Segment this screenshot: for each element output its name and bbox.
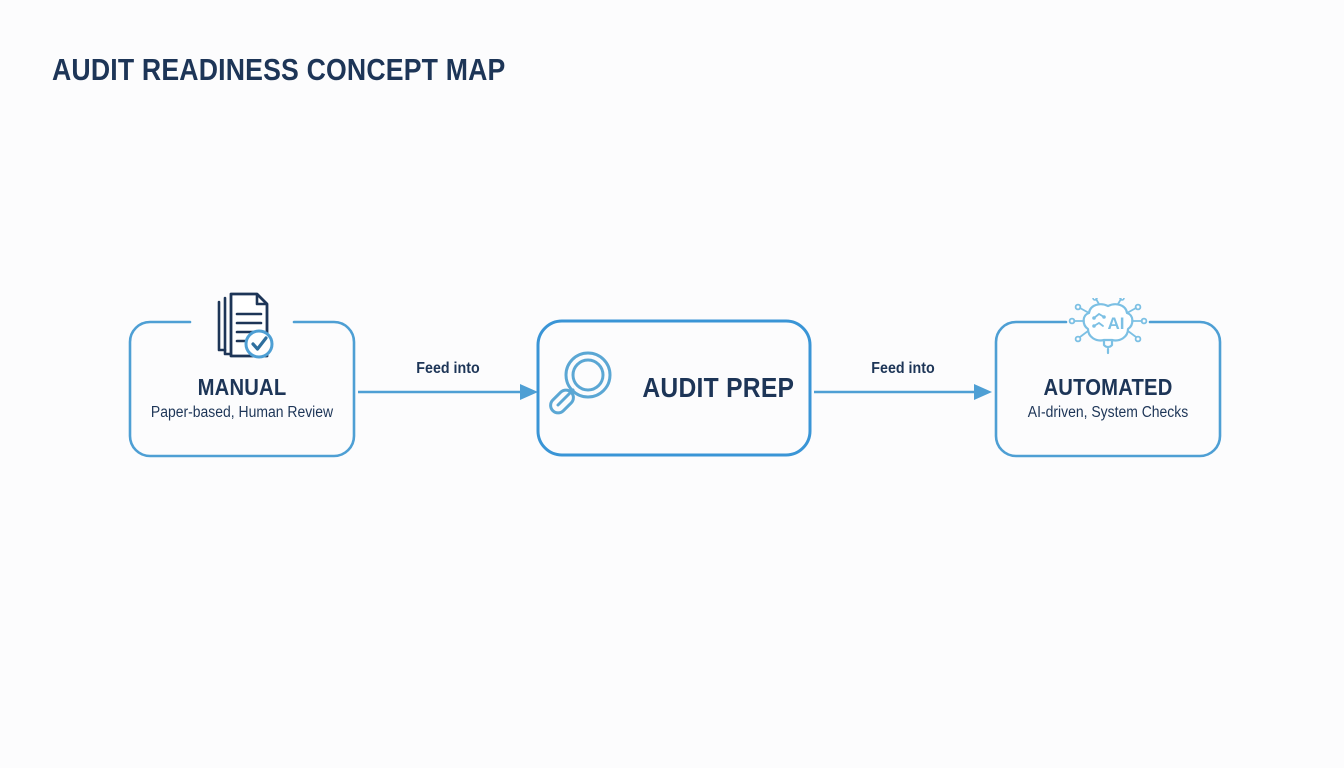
node-audit-prep-box bbox=[536, 319, 812, 457]
node-automated-box bbox=[994, 320, 1222, 458]
document-check-icon bbox=[209, 292, 275, 369]
connector-audit-prep-to-automated: Feed into bbox=[814, 360, 992, 408]
svg-text:AI: AI bbox=[1108, 314, 1125, 333]
magnifier-icon bbox=[544, 347, 618, 430]
connector-1-label: Feed into bbox=[416, 360, 480, 377]
node-manual[interactable]: MANUAL Paper-based, Human Review bbox=[128, 292, 356, 458]
connector-2-label: Feed into bbox=[871, 360, 935, 377]
page-title: AUDIT READINESS CONCEPT MAP bbox=[52, 52, 506, 87]
connector-manual-to-audit-prep: Feed into bbox=[358, 360, 538, 408]
node-automated[interactable]: AI AU bbox=[994, 295, 1222, 458]
node-manual-box bbox=[128, 320, 356, 458]
node-audit-prep[interactable]: AUDIT PREP bbox=[536, 319, 812, 457]
ai-brain-icon: AI bbox=[1068, 295, 1148, 361]
node-audit-prep-title: AUDIT PREP bbox=[642, 372, 794, 403]
